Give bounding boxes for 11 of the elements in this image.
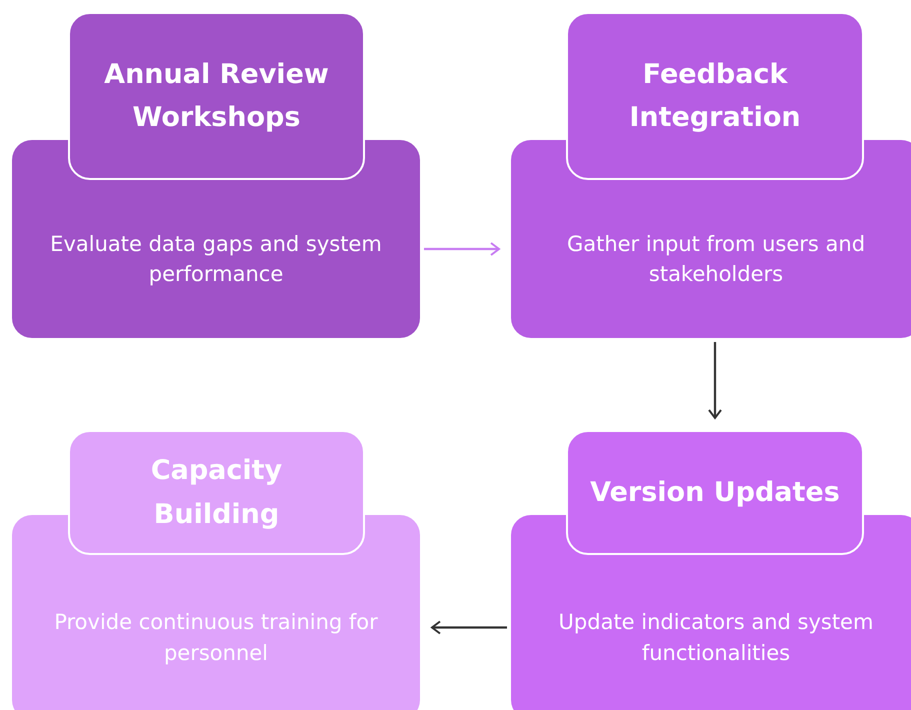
arrow <box>424 242 500 256</box>
step-description: Update indicators and system functionalities <box>558 609 874 666</box>
arrow <box>431 620 507 634</box>
step-heading: Feedback Integration <box>566 12 864 180</box>
step-description: Evaluate data gaps and system performance <box>49 230 383 288</box>
step-heading: Capacity Building <box>68 430 365 555</box>
step-heading: Annual Review Workshops <box>68 12 365 180</box>
step-description: Gather input from users and stakeholders <box>566 230 866 288</box>
step-heading: Version Updates <box>566 430 864 555</box>
step-description: Provide continuous training for personnel <box>53 609 379 666</box>
arrow <box>708 342 722 419</box>
